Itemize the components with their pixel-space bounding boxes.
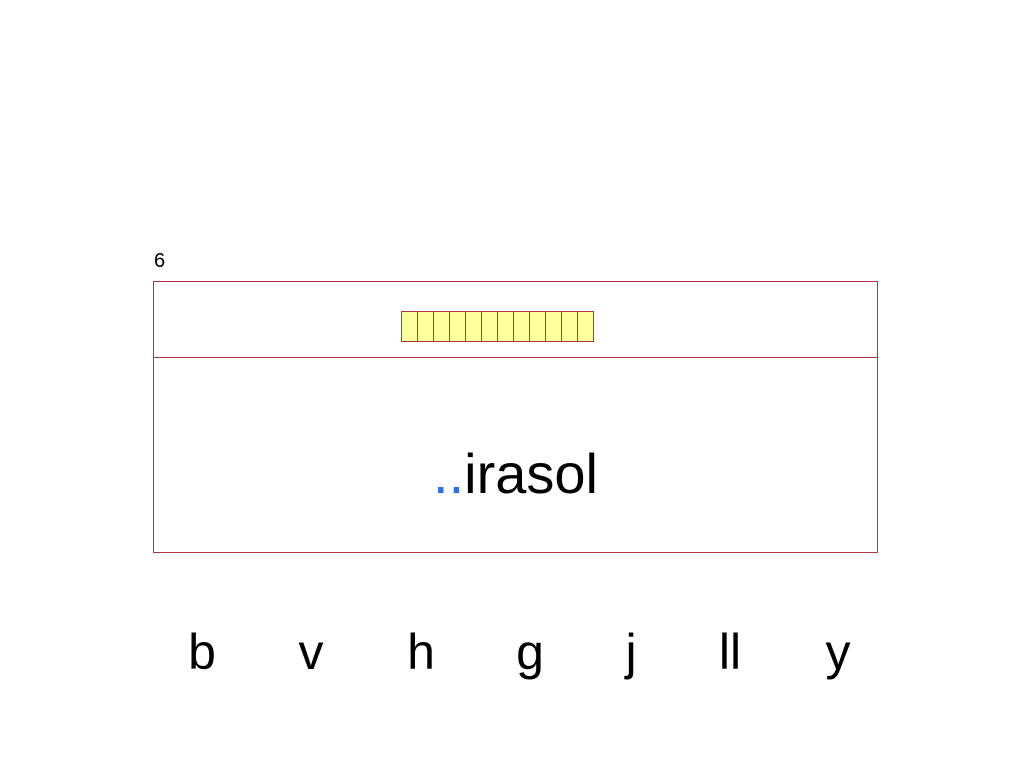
answer-area: [154, 282, 877, 358]
answer-tile: [449, 311, 466, 342]
answer-tile: [401, 311, 418, 342]
letter-option-y[interactable]: y: [825, 624, 851, 680]
answer-tile: [545, 311, 562, 342]
exercise-card: ..irasol: [153, 281, 878, 553]
letter-option-g[interactable]: g: [516, 624, 544, 680]
letter-option-b[interactable]: b: [188, 624, 216, 680]
answer-tile: [497, 311, 514, 342]
answer-tile: [577, 311, 594, 342]
letter-option-j[interactable]: j: [625, 624, 637, 680]
answer-tile: [417, 311, 434, 342]
answer-tile: [561, 311, 578, 342]
answer-tile: [513, 311, 530, 342]
answer-tile: [481, 311, 498, 342]
answer-tile: [465, 311, 482, 342]
incomplete-word: ..irasol: [154, 442, 877, 506]
letter-option-v[interactable]: v: [298, 624, 324, 680]
missing-letter-blank: ..: [433, 442, 465, 505]
answer-tile: [433, 311, 450, 342]
letter-option-h[interactable]: h: [407, 624, 435, 680]
letter-options: b v h g j ll y: [0, 620, 1024, 690]
answer-tiles: [401, 311, 594, 342]
letter-option-ll[interactable]: ll: [718, 624, 742, 680]
answer-tile: [529, 311, 546, 342]
word-remainder: irasol: [464, 442, 598, 505]
slide-number: 6: [154, 250, 166, 272]
